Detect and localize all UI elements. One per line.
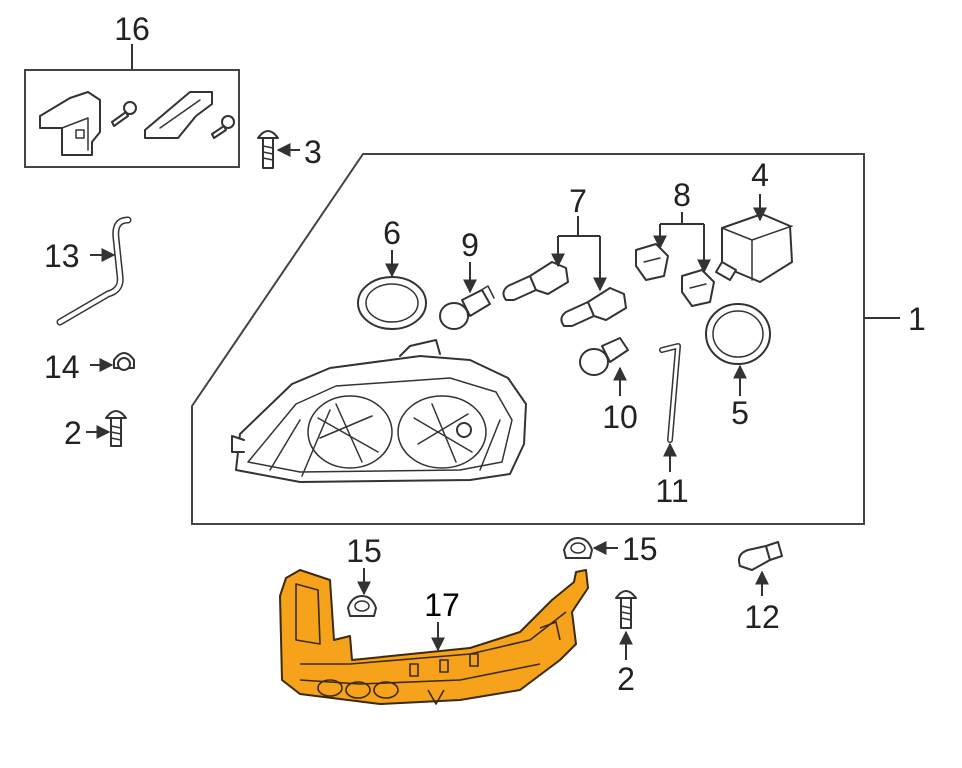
part-7-bulb-b	[560, 287, 627, 327]
callout-3: 3	[304, 134, 322, 170]
part-2-bolt-right: 2	[615, 590, 637, 697]
callout-7: 7	[569, 183, 587, 219]
part-9-bulb: 9	[439, 227, 495, 330]
part-15-clip-right: 15	[563, 531, 658, 567]
callout-9: 9	[461, 227, 479, 263]
callout-12: 12	[744, 599, 780, 635]
leader-8	[660, 212, 704, 225]
part-8-sockets: 8	[635, 177, 715, 307]
part-17-mounting-bracket: 17	[279, 569, 589, 705]
headlamp-housing	[231, 339, 527, 483]
callout-10: 10	[602, 399, 638, 435]
callout-16: 16	[114, 11, 150, 47]
part-16-screw-a	[111, 101, 137, 127]
callout-5: 5	[731, 395, 749, 431]
part-11-rod: 11	[655, 343, 689, 509]
part-1-box	[191, 153, 865, 525]
callout-15a: 15	[346, 533, 382, 569]
part-5-seal: 5	[705, 303, 771, 431]
callout-4: 4	[751, 157, 769, 193]
callout-2b: 2	[617, 661, 635, 697]
callout-2a: 2	[64, 415, 82, 451]
headlamp-lens-left	[307, 395, 393, 469]
callout-1: 1	[908, 301, 926, 337]
callout-14: 14	[44, 349, 80, 385]
part-15-clip-left: 15	[346, 533, 382, 617]
part-2-bolt-left: 2	[64, 410, 127, 451]
part-1-assembly-group: 1 6 9	[191, 153, 926, 525]
part-10-bulb: 10	[579, 337, 638, 435]
callout-8: 8	[673, 177, 691, 213]
headlamp-lens-right	[397, 395, 487, 469]
callout-6: 6	[383, 215, 401, 251]
leader-7	[558, 216, 600, 237]
callout-11: 11	[655, 473, 688, 509]
callout-13: 13	[44, 238, 80, 274]
part-8-socket-a	[635, 243, 669, 281]
part-7-bulb-a	[502, 261, 569, 301]
callout-15b: 15	[622, 531, 658, 567]
part-7-bulbs: 7	[502, 183, 627, 327]
part-16-screw-b	[211, 115, 235, 139]
part-6-cap: 6	[357, 215, 427, 330]
part-16-bracket-right	[144, 91, 213, 139]
part-14-clip: 14	[44, 349, 135, 385]
part-13-hose: 13	[44, 216, 132, 326]
part-8-socket-b	[681, 269, 715, 307]
part-3-screw: 3	[257, 130, 322, 170]
part-16-bracket-left	[39, 91, 101, 156]
part-12-bulb: 12	[738, 541, 783, 635]
callout-17: 17	[424, 587, 460, 623]
part-16-mounting-kit-group: 16	[24, 11, 240, 168]
part-4-module: 4	[715, 157, 793, 283]
